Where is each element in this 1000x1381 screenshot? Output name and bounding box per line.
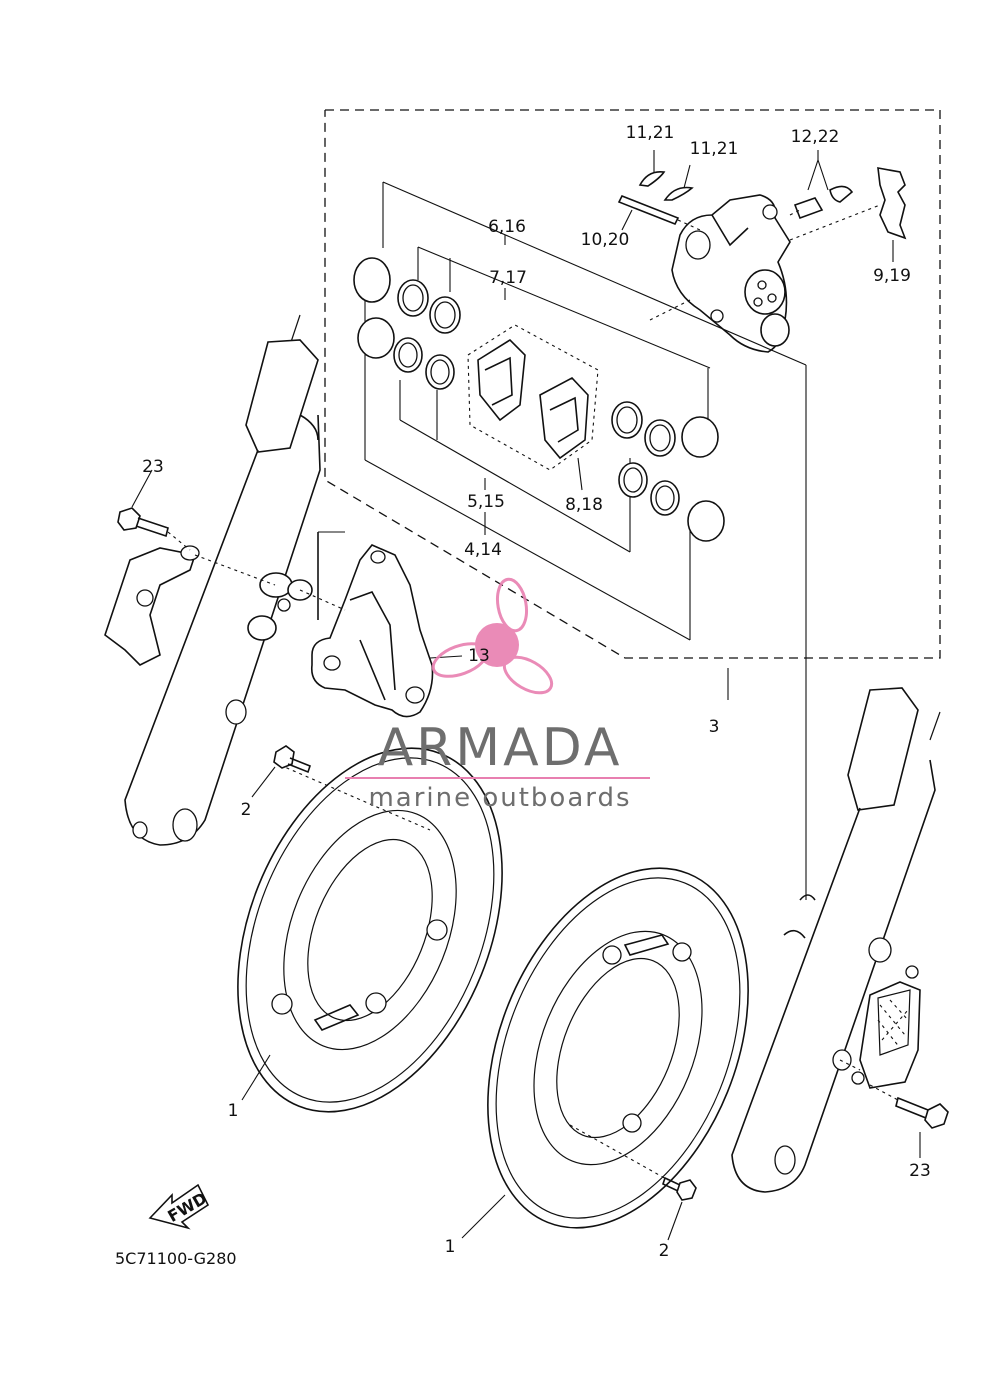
- clip-11-21-a: [638, 150, 666, 187]
- callout-6-16: 6,16: [488, 217, 526, 237]
- pin-10-20: [617, 194, 701, 231]
- bleed-screw-12-22: [789, 150, 854, 220]
- piston-seal-kit: [353, 181, 807, 900]
- brake-disc-right: [487, 867, 749, 1229]
- brake-pads-8-18: [467, 324, 599, 491]
- fwd-arrow-icon: FWD: [148, 1183, 210, 1230]
- callout-1-left: 1: [228, 1101, 239, 1121]
- callout-4-14: 4,14: [464, 540, 502, 560]
- screw-2-right: [662, 1176, 697, 1241]
- bolt-23-left: [117, 469, 191, 551]
- clip-11-21-b: [663, 164, 694, 201]
- right-fork-tube: [731, 687, 941, 1193]
- callout-7-17: 7,17: [489, 268, 527, 288]
- callout-11-21-a: 11,21: [626, 123, 675, 143]
- callout-3: 3: [709, 717, 720, 737]
- caliper-assembly-3: [671, 194, 791, 353]
- leader-1-right: [461, 1194, 506, 1239]
- armada-logo: [431, 577, 554, 695]
- left-bracket: [104, 545, 276, 666]
- callout-2-left: 2: [241, 800, 252, 820]
- bolt-23-right: [869, 1084, 949, 1158]
- callout-13: 13: [468, 646, 490, 666]
- leader-1-left: [241, 1054, 271, 1101]
- caliper-kit-boundary: [324, 109, 941, 659]
- watermark-tagline: marine outboards: [368, 783, 631, 813]
- callout-9-19: 9,19: [873, 266, 911, 286]
- callout-2-right: 2: [659, 1241, 670, 1261]
- screw-2-left: [251, 745, 311, 798]
- callout-10-20: 10,20: [581, 230, 630, 250]
- callout-12-22: 12,22: [791, 127, 840, 147]
- callout-23-right: 23: [909, 1161, 931, 1181]
- pad-spring-9-19: [789, 167, 907, 262]
- brake-disc-left: [237, 747, 503, 1113]
- kit-leader-lines: [484, 235, 729, 700]
- callout-11-21-b: 11,21: [690, 139, 739, 159]
- callout-8-18: 8,18: [565, 495, 603, 515]
- callout-1-right: 1: [445, 1237, 456, 1257]
- diagram-code: 5C71100-G280: [115, 1249, 237, 1268]
- fwd-label: FWD: [164, 1189, 210, 1226]
- callout-5-15: 5,15: [467, 492, 505, 512]
- callout-23-left: 23: [142, 457, 164, 477]
- watermark-brand: ARMADA: [378, 718, 623, 778]
- caliper-assembly-13: [299, 531, 463, 718]
- right-bracket: [839, 965, 921, 1089]
